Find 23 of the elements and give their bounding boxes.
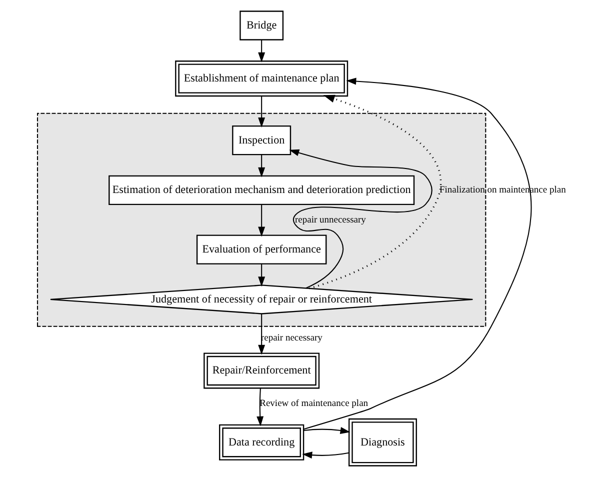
node-box: Evaluation of performance <box>196 234 327 264</box>
arrow <box>258 154 266 178</box>
node-box: Data recording <box>219 424 304 460</box>
arrow <box>304 427 350 434</box>
edge-label: repair unnecessary <box>294 215 366 226</box>
arrow <box>302 452 349 459</box>
cluster <box>36 112 486 327</box>
arrow <box>258 264 266 287</box>
node-box: Bridge <box>240 10 284 40</box>
node-box: Diagnosis <box>348 418 417 466</box>
node-box: Repair/Reinforcement <box>204 352 320 389</box>
arrow <box>289 149 432 289</box>
arrow <box>258 40 266 62</box>
arrow <box>258 314 266 355</box>
arrow <box>256 388 264 426</box>
node-box: Estimation of deterioration mechanism and deterioration prediction <box>108 175 415 206</box>
arrow <box>303 78 532 430</box>
node-box: Establishment of maintenance plan <box>175 60 348 97</box>
arrow <box>258 96 266 128</box>
arrow <box>258 204 266 237</box>
arrow <box>308 94 442 290</box>
node-box: Inspection <box>232 125 292 156</box>
node-diamond: Judgement of necessity of repair or reinforcement <box>50 284 474 314</box>
